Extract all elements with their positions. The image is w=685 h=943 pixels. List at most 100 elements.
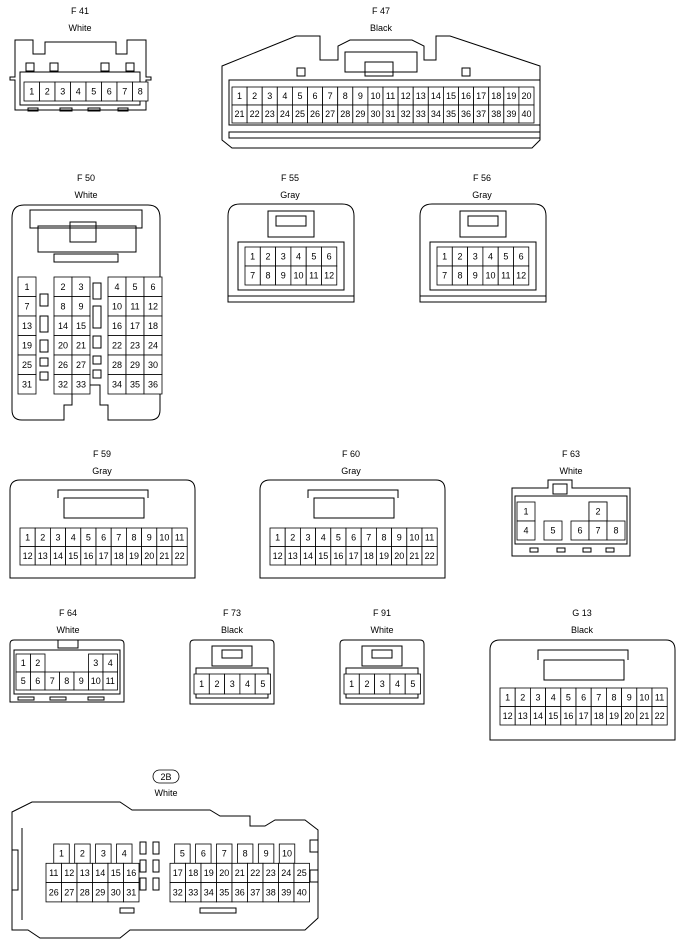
connector-j2b-pin-number: 4 <box>122 849 127 859</box>
connector-j2b-pin-number: 3 <box>101 849 106 859</box>
connector-2b-color: White <box>154 788 177 798</box>
connector-j2b-pin-number: 18 <box>188 868 198 878</box>
connector-f50-pin-number: 11 <box>130 301 139 311</box>
connector-f56-pin-cell <box>513 265 530 286</box>
connector-f59-pin-number: 9 <box>147 532 152 542</box>
connector-g13-name: G 13 <box>572 608 592 618</box>
connector-f60-pin-cell <box>421 546 438 566</box>
connector-f50-pin-number: 4 <box>114 282 119 292</box>
connector-j2b-pin-number: 22 <box>250 868 260 878</box>
connector-f56-pin-number: 9 <box>473 271 478 281</box>
connector-f59-pin-number: 5 <box>86 532 91 542</box>
connector-j2b-pin-number: 11 <box>49 868 58 878</box>
connector-f59-name: F 59 <box>93 449 111 459</box>
connector-f59-pin-number: 15 <box>68 551 78 561</box>
connector-j2b-pin-number: 7 <box>222 849 227 859</box>
connector-f47-pin-number: 11 <box>386 91 395 101</box>
connector-f60-housing <box>259 479 446 579</box>
connector-f47-pin-number: 3 <box>267 91 272 101</box>
connector-f47-color: Black <box>370 23 393 33</box>
connector-f50-pin-number: 34 <box>112 379 122 389</box>
connector-g13-pin-number: 18 <box>594 711 604 721</box>
connector-f63-color: White <box>559 466 582 476</box>
connector-f47-pin-number: 33 <box>416 109 426 119</box>
connector-j2b-pin-number: 36 <box>235 887 245 897</box>
connector-f56-color: Gray <box>472 190 492 200</box>
connector-f50-pin-number: 2 <box>60 282 65 292</box>
connector-f56-pin-number: 1 <box>442 252 447 262</box>
connector-f56-pin-number: 7 <box>442 271 447 281</box>
connector-f50-pin-number: 6 <box>150 282 155 292</box>
connector-j2b-pin-number: 2 <box>80 849 85 859</box>
connector-f56-pin-number: 6 <box>519 252 524 262</box>
connector-f47-housing <box>221 35 541 149</box>
connector-f41-color: White <box>68 23 91 33</box>
connector-f73-name: F 73 <box>223 608 241 618</box>
connector-f47-pin-number: 30 <box>370 109 380 119</box>
connector-f47-pin-number: 21 <box>235 109 245 119</box>
connector-f63-pin-number: 2 <box>595 507 600 517</box>
connector-g13-pin-number: 16 <box>563 711 573 721</box>
connector-f50-pin-number: 16 <box>112 321 122 331</box>
connector-f41-pin-cell <box>132 81 149 102</box>
connector-f50-pin-number: 15 <box>76 321 86 331</box>
connector-f64-housing <box>9 639 125 703</box>
connector-j2b-pin-number: 24 <box>281 868 291 878</box>
connector-f59-pin-number: 20 <box>144 551 154 561</box>
connector-f64-color: White <box>56 625 79 635</box>
connector-f59-pin-number: 1 <box>25 532 30 542</box>
connector-f47-pin-number: 40 <box>521 109 531 119</box>
connector-f63-pin-number: 1 <box>523 507 528 517</box>
connector-g13-pin-number: 20 <box>624 711 634 721</box>
connector-j2b-pin-cell <box>123 882 140 903</box>
connector-f47-pin-number: 15 <box>446 91 456 101</box>
connector-f63-pin-cell <box>606 520 626 541</box>
connector-f60-pin-number: 1 <box>275 532 280 542</box>
connector-f50-pin-number: 20 <box>58 340 68 350</box>
connector-f41-pin-number: 7 <box>122 87 127 97</box>
connector-j2b-pin-number: 26 <box>49 887 59 897</box>
connector-f60-pin-number: 17 <box>349 551 359 561</box>
connector-f41-pin-number: 5 <box>91 87 96 97</box>
connector-f50-pin-number: 3 <box>78 282 83 292</box>
connector-f73-pin-number: 4 <box>245 679 250 689</box>
connector-f55-pin-number: 6 <box>327 252 332 262</box>
connector-f55-pin-number: 10 <box>294 271 304 281</box>
connector-f73-color: Black <box>221 625 244 635</box>
connector-g13-pin-number: 19 <box>609 711 619 721</box>
connector-f91-pin-cell <box>404 673 421 695</box>
connector-j2b-pin-number: 20 <box>219 868 229 878</box>
connector-j2b-pin-number: 28 <box>80 887 90 897</box>
connector-f60-pin-number: 21 <box>409 551 419 561</box>
connector-f55-pin-number: 4 <box>296 252 301 262</box>
connector-f73-pin-number: 1 <box>199 679 204 689</box>
connector-f47-pin-number: 37 <box>476 109 486 119</box>
connector-f47-pin-number: 14 <box>431 91 441 101</box>
connector-f55-pin-number: 3 <box>281 252 286 262</box>
connector-f47-pin-number: 19 <box>506 91 516 101</box>
connector-f60-pin-number: 10 <box>409 532 419 542</box>
connector-j2b-pin-number: 39 <box>281 887 291 897</box>
connector-f50-pin-number: 27 <box>76 360 86 370</box>
connector-f59-pin-number: 11 <box>175 532 184 542</box>
connector-j2b-pin-number: 8 <box>243 849 248 859</box>
connector-f55-pin-number: 8 <box>265 271 270 281</box>
connector-f63: F 63 White 13456278 <box>511 449 631 557</box>
connector-f59-pin-number: 16 <box>83 551 93 561</box>
connector-f47-pin-number: 31 <box>386 109 396 119</box>
connector-f64-pin-number: 8 <box>64 676 69 686</box>
connector-f64-pin-number: 6 <box>35 676 40 686</box>
connector-f47-pin-number: 26 <box>310 109 320 119</box>
connector-f50-pin-number: 12 <box>148 301 158 311</box>
connector-g13-housing <box>489 639 676 741</box>
connector-f59-pin-number: 8 <box>131 532 136 542</box>
connector-f50-pin-number: 9 <box>78 301 83 311</box>
connector-f47-pin-number: 35 <box>446 109 456 119</box>
connector-f47-pin-number: 17 <box>476 91 486 101</box>
connector-f64-name: F 64 <box>59 608 77 618</box>
connector-j2b-pin-number: 30 <box>111 887 121 897</box>
connector-f47-pin-number: 12 <box>401 91 411 101</box>
